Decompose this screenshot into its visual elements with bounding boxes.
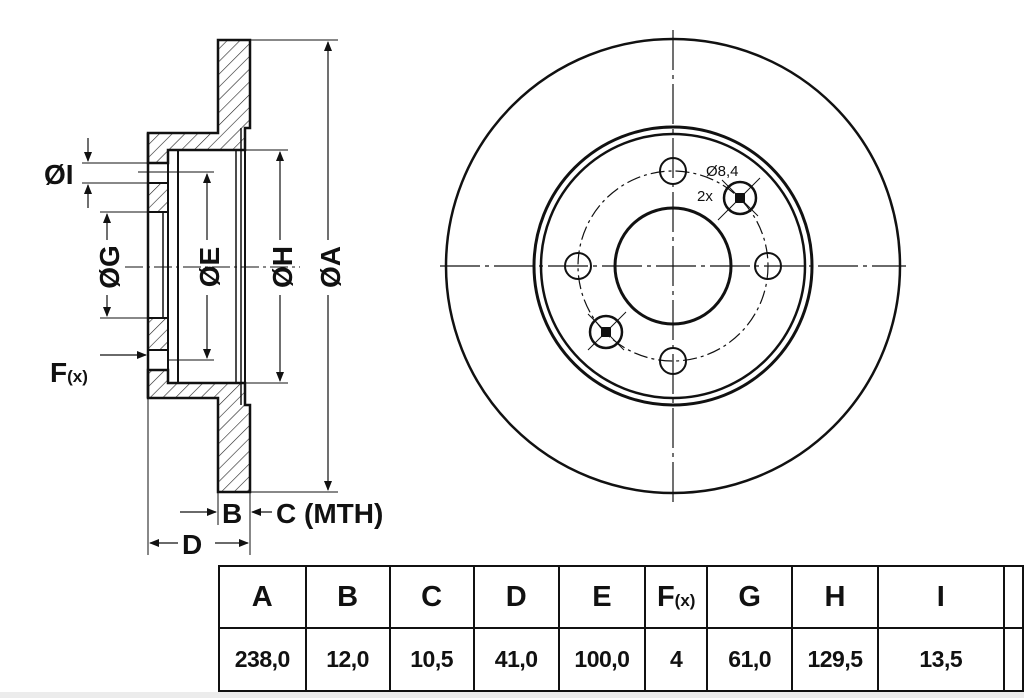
label-dim-B: B bbox=[222, 498, 242, 529]
header-I: I bbox=[876, 565, 1005, 629]
header-F-suffix: (x) bbox=[674, 590, 696, 610]
value-I: 13,5 bbox=[876, 627, 1005, 692]
value-D: 41,0 bbox=[472, 627, 560, 692]
label-dim-E: ØE bbox=[194, 247, 225, 287]
section-bottom bbox=[146, 368, 252, 494]
header-G: G bbox=[706, 565, 794, 629]
table-value-row: 238,0 12,0 10,5 41,0 100,0 4 61,0 129,5 … bbox=[218, 627, 1024, 692]
table-header-row: A B C D E F(x) G H I bbox=[218, 565, 1024, 629]
label-dim-F: F(x) bbox=[50, 357, 88, 388]
value-C: 10,5 bbox=[388, 627, 475, 692]
section-top bbox=[146, 38, 252, 165]
hole-diameter-label: Ø8,4 bbox=[706, 163, 739, 180]
header-H: H bbox=[791, 565, 879, 629]
bottom-strip bbox=[0, 692, 1024, 698]
locating-hole bbox=[717, 177, 761, 221]
label-dim-C: C (MTH) bbox=[276, 498, 383, 529]
side-section-view bbox=[82, 38, 338, 555]
label-dim-G: ØG bbox=[94, 245, 125, 289]
bolt-hole bbox=[659, 157, 687, 185]
value-extra bbox=[1002, 627, 1024, 692]
header-A: A bbox=[218, 565, 307, 629]
bolt-hole bbox=[659, 347, 687, 375]
label-dim-I: ØI bbox=[44, 159, 74, 190]
bolt-hole bbox=[564, 252, 592, 280]
label-dim-F-letter: F bbox=[50, 357, 67, 388]
header-C: C bbox=[388, 565, 475, 629]
value-F: 4 bbox=[644, 627, 709, 692]
hub-web-lower bbox=[147, 317, 169, 351]
hub-web-upper bbox=[147, 182, 169, 213]
header-D: D bbox=[472, 565, 560, 629]
value-E: 100,0 bbox=[557, 627, 647, 692]
label-dim-H: ØH bbox=[267, 246, 298, 288]
bolt-hole bbox=[754, 252, 782, 280]
dimensions-table: A B C D E F(x) G H I 238,0 12,0 10,5 41,… bbox=[218, 565, 1024, 692]
header-E: E bbox=[557, 565, 647, 629]
label-dim-A: ØA bbox=[315, 246, 346, 288]
header-B: B bbox=[304, 565, 391, 629]
label-dim-D: D bbox=[182, 529, 202, 560]
locating-hole bbox=[587, 311, 627, 351]
value-G: 61,0 bbox=[706, 627, 794, 692]
hole-count-label: 2x bbox=[697, 188, 713, 205]
front-view bbox=[440, 30, 906, 505]
value-A: 238,0 bbox=[218, 627, 307, 692]
value-B: 12,0 bbox=[304, 627, 391, 692]
header-F-letter: F bbox=[656, 580, 675, 613]
header-extra bbox=[1002, 565, 1024, 629]
header-F: F(x) bbox=[644, 565, 709, 629]
value-H: 129,5 bbox=[791, 627, 879, 692]
label-dim-F-suffix: (x) bbox=[67, 367, 88, 386]
